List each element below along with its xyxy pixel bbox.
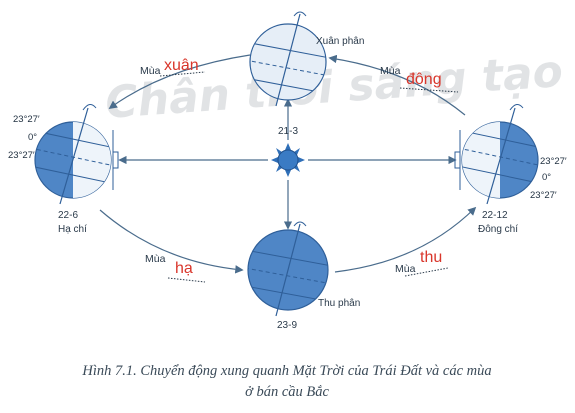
left-tropic-top-label: 23°27′	[13, 114, 40, 125]
season-label-summer: Mùa hạ	[145, 253, 206, 283]
season-name-spring: xuân	[164, 57, 199, 74]
sun-icon	[271, 143, 305, 177]
orbit-arrow-autumn	[334, 206, 477, 273]
earth-spring-equinox	[249, 11, 327, 107]
label-winter-name: Đông chí	[478, 224, 518, 235]
label-summer-name: Hạ chí	[58, 224, 87, 235]
season-name-summer: hạ	[175, 260, 193, 277]
label-autumn-name: Thu phân	[318, 298, 360, 309]
season-prefix-autumn: Mùa	[395, 263, 416, 275]
label-spring-date: 21-3	[278, 126, 298, 137]
season-prefix-winter: Mùa	[380, 65, 401, 77]
label-summer-date: 22-6	[58, 210, 78, 221]
right-tropic-bottom-label: 23°27′	[530, 190, 557, 201]
right-tropic-top-label: 23°27′	[540, 156, 567, 167]
season-name-winter: đông	[406, 71, 442, 88]
season-name-autumn: thu	[420, 249, 442, 266]
season-prefix-spring: Mùa	[140, 65, 161, 77]
label-spring-name: Xuân phân	[316, 36, 364, 47]
left-equator-label: 0°	[28, 132, 37, 143]
label-autumn-date: 23-9	[277, 320, 297, 331]
figure-caption-line2: ở bán cầu Bắc	[245, 384, 329, 400]
season-label-autumn: Mùa thu	[395, 249, 449, 277]
figure-caption-line1: Hình 7.1. Chuyển động xung quanh Mặt Trờ…	[81, 363, 491, 379]
earth-winter-solstice	[454, 104, 539, 205]
orbit-arrow-summer	[99, 209, 244, 274]
label-winter-date: 22-12	[482, 210, 508, 221]
earth-autumn-equinox	[247, 221, 329, 317]
orbit-arrow-winter	[328, 54, 466, 116]
season-prefix-summer: Mùa	[145, 253, 166, 265]
season-label-winter: Mùa đông	[380, 65, 459, 93]
right-equator-label: 0°	[542, 172, 551, 183]
earth-summer-solstice	[34, 104, 119, 205]
season-label-spring: Mùa xuân	[140, 57, 206, 77]
left-tropic-bottom-label: 23°27′	[8, 150, 35, 161]
